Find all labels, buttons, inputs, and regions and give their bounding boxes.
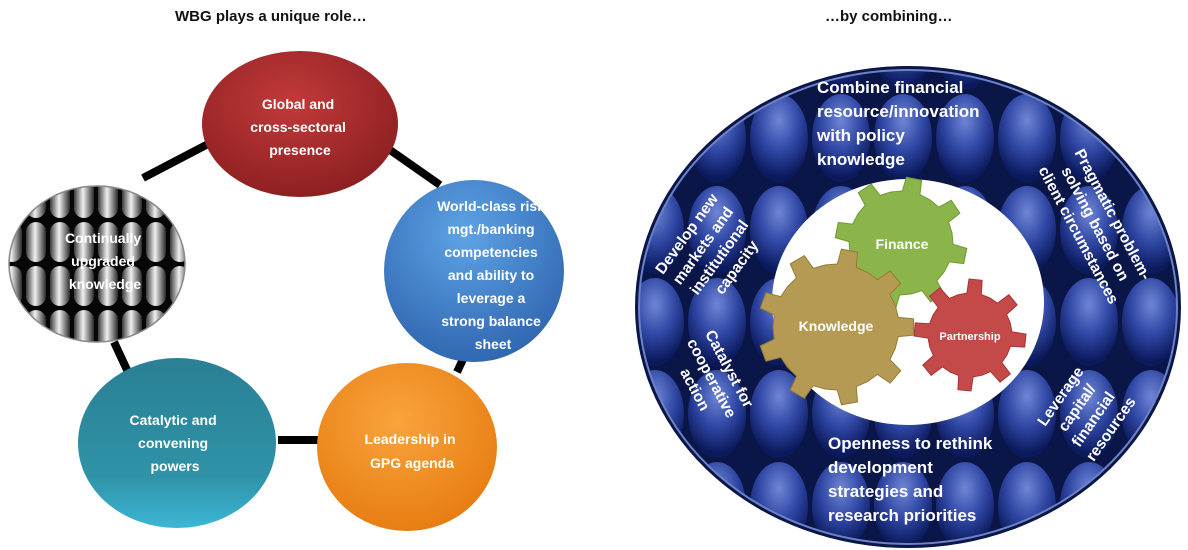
- circle-gpg-leadership: Leadership in GPG agenda: [317, 363, 497, 531]
- ring-label-top: Combine financial resource/innovation wi…: [816, 78, 984, 169]
- gear-finance-label: Finance: [876, 236, 929, 252]
- circle-global-presence-label: Global and cross-sectoral presence: [250, 96, 350, 158]
- ring-label-lower-right: Leverage capital/ financial resources: [1034, 360, 1140, 465]
- circle-gpg-leadership-label: Leadership in GPG agenda: [365, 431, 460, 471]
- gear-partnership-label: Partnership: [939, 331, 1000, 343]
- left-heading: WBG plays a unique role…: [175, 8, 367, 25]
- gear-partnership: Partnership: [913, 278, 1027, 392]
- circle-upgraded-knowledge: Continually upgraded knowledge: [8, 185, 186, 343]
- ring-label-bottom: Openness to rethink development strategi…: [828, 434, 997, 525]
- gear-knowledge-label: Knowledge: [799, 318, 874, 334]
- right-heading: …by combining…: [825, 8, 953, 25]
- circle-convening-powers-label: Catalytic and convening powers: [129, 412, 220, 474]
- circle-risk-competencies: World-class risk mgt./banking competenci…: [384, 180, 564, 362]
- circle-global-presence: Global and cross-sectoral presence: [202, 51, 398, 197]
- circle-convening-powers: Catalytic and convening powers: [78, 358, 276, 528]
- gear-knowledge: Knowledge: [759, 248, 915, 406]
- circle-upgraded-knowledge-label: Continually upgraded knowledge: [65, 230, 145, 292]
- circle-risk-competencies-label: World-class risk mgt./banking competenci…: [437, 198, 549, 352]
